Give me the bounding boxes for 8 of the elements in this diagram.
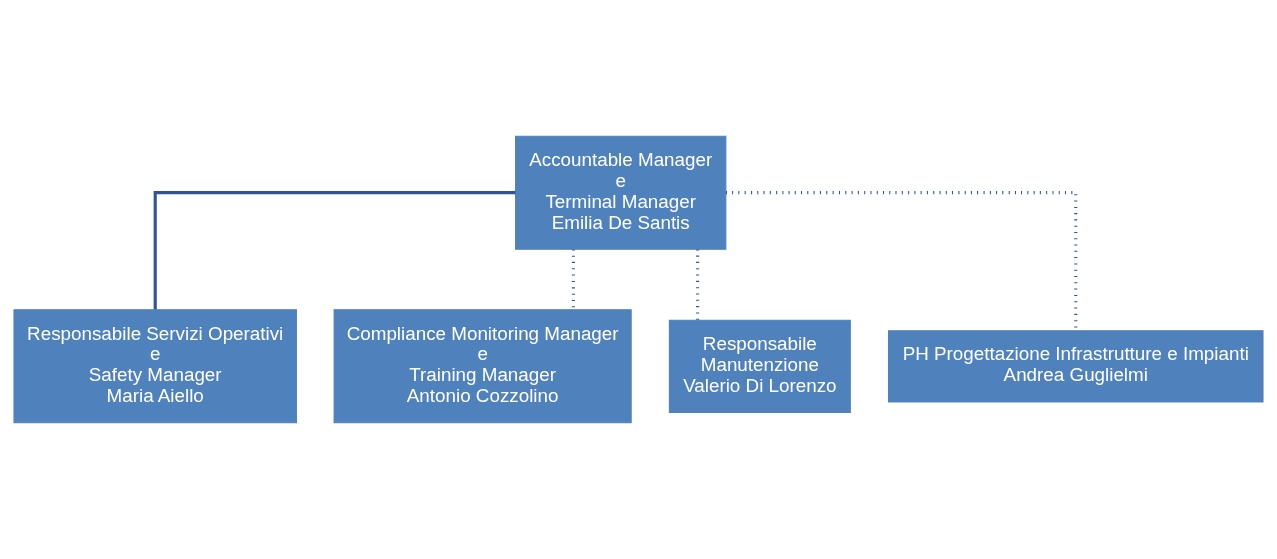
connector xyxy=(571,249,575,310)
node-box: Responsabile Servizi Operativi e Safety Manager Maria Aiello xyxy=(13,309,297,424)
node-box: Compliance Monitoring Manager e Training Manager Antonio Cozzolino xyxy=(333,309,632,424)
node-box: Responsabile Manutenzione Valerio Di Lorenzo xyxy=(668,319,851,413)
connector xyxy=(696,249,700,321)
node-box: PH Progettazione Infrastrutture e Impianti Andrea Guglielmi xyxy=(888,330,1264,403)
connector xyxy=(153,191,516,310)
node-box: Accountable Manager e Terminal Manager Emilia De Santis xyxy=(515,135,727,250)
